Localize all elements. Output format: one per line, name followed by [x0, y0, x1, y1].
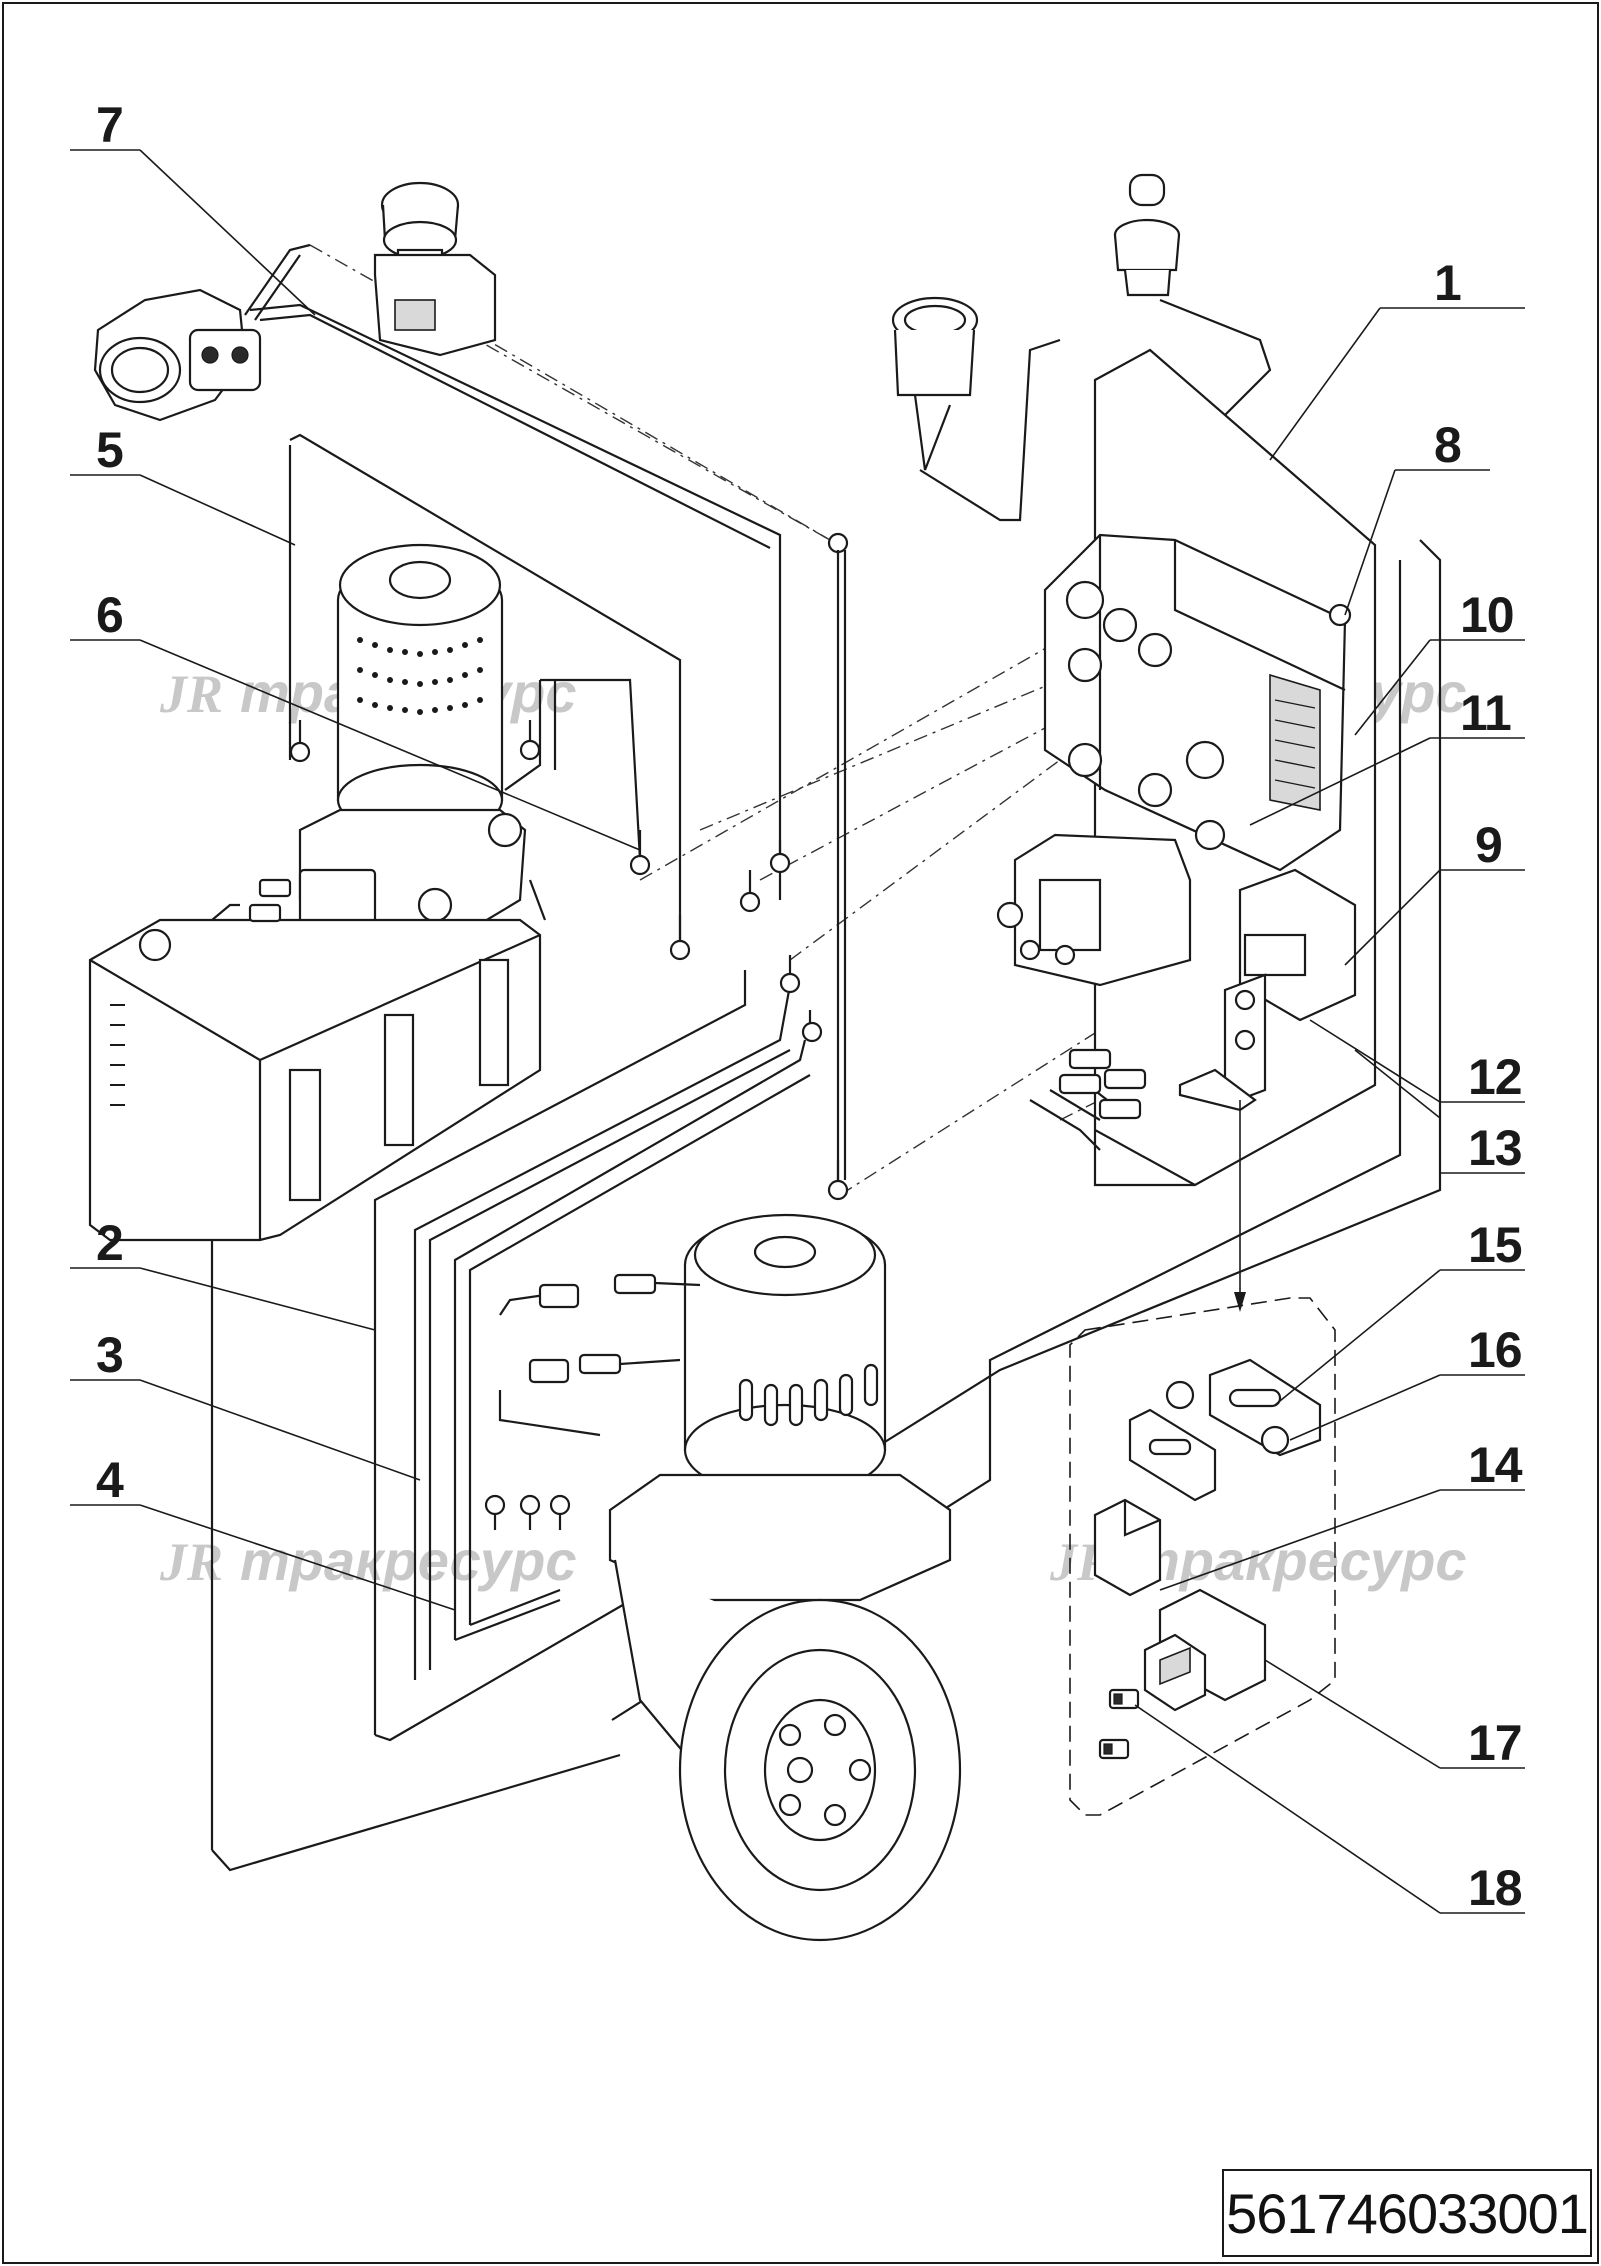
- ring-lugs: [289, 532, 849, 1530]
- callout-14: 14: [1159, 1437, 1525, 1591]
- svg-text:12: 12: [1468, 1049, 1522, 1105]
- svg-text:7: 7: [96, 97, 123, 153]
- callout-18: 18: [1134, 1704, 1525, 1916]
- svg-text:JR: JR: [159, 1532, 223, 1592]
- panel-harness-connectors: [1029, 1048, 1147, 1151]
- spare-parts-group: [1069, 1100, 1336, 1816]
- drive-motor: [608, 1213, 952, 1762]
- svg-text:тракресурс: тракресурс: [240, 1529, 576, 1592]
- callout-16: 16: [1289, 1322, 1525, 1441]
- svg-text:10: 10: [1460, 587, 1514, 643]
- svg-text:18: 18: [1468, 1860, 1522, 1916]
- callout-9: 9: [1344, 817, 1525, 966]
- callout-10: 10: [1354, 587, 1525, 736]
- svg-text:14: 14: [1468, 1437, 1523, 1493]
- callout-4: 4: [70, 1452, 456, 1611]
- pump-vent-holes: [357, 637, 483, 715]
- key-switch: [1113, 173, 1181, 297]
- hydraulic-tank: [88, 918, 542, 1242]
- document-number: 561746033001: [1226, 2181, 1589, 2245]
- drive-motor-slots: [738, 1363, 879, 1427]
- callout-3: 3: [70, 1327, 421, 1481]
- callout-11: 11: [1249, 685, 1525, 826]
- svg-text:2: 2: [96, 1215, 123, 1271]
- svg-text:13: 13: [1468, 1120, 1522, 1176]
- callout-12: 12: [1309, 1019, 1525, 1105]
- svg-text:8: 8: [1434, 417, 1461, 473]
- callout-8: 8: [1344, 417, 1490, 616]
- svg-text:1: 1: [1434, 255, 1461, 311]
- svg-text:6: 6: [96, 587, 123, 643]
- callout-5: 5: [70, 422, 296, 546]
- callout-7: 7: [70, 97, 316, 316]
- hour-meter: [891, 296, 979, 471]
- controller-panel: [996, 348, 1377, 1187]
- svg-text:5: 5: [96, 422, 123, 478]
- tank-level-marks: [110, 1004, 125, 1106]
- pump-motor: [298, 543, 557, 932]
- callout-17: 17: [1264, 1659, 1525, 1771]
- svg-text:3: 3: [96, 1327, 123, 1383]
- drive-wheel: [678, 1598, 962, 1942]
- callout-1: 1: [1269, 255, 1525, 461]
- battery-connector: [93, 243, 311, 422]
- emergency-stop-switch: [373, 181, 497, 357]
- watermark-mid-left: JR тракресурс: [159, 1529, 576, 1592]
- svg-text:15: 15: [1468, 1217, 1522, 1273]
- watermark-mid-right: JR тракресурс: [1049, 1529, 1466, 1592]
- svg-text:17: 17: [1468, 1715, 1522, 1771]
- callout-13: 13: [1354, 1049, 1525, 1176]
- document-number-box: 561746033001: [1222, 2169, 1592, 2257]
- cable-harness: [210, 298, 1442, 1872]
- callout-2: 2: [70, 1215, 376, 1331]
- drive-motor-plugs: [498, 1273, 701, 1437]
- pump-connectors: [248, 878, 292, 923]
- callout-6: 6: [70, 587, 641, 851]
- svg-text:11: 11: [1460, 685, 1511, 741]
- svg-text:JR: JR: [159, 664, 223, 724]
- svg-text:4: 4: [96, 1452, 124, 1508]
- svg-text:16: 16: [1468, 1322, 1522, 1378]
- svg-text:9: 9: [1475, 817, 1502, 873]
- callout-15: 15: [1274, 1217, 1525, 1406]
